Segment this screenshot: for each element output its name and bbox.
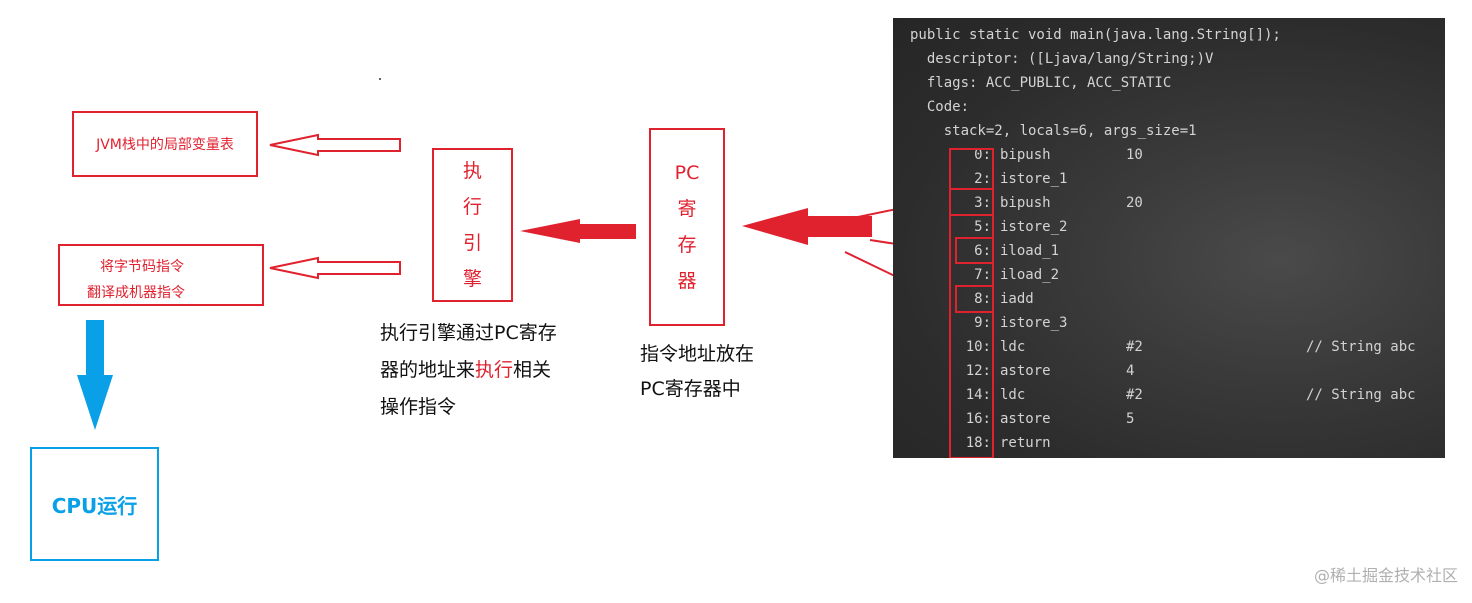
engine-caption-line2-a: 器的地址来 [380,359,476,381]
instruction-row: 6: iload_1 [893,239,1445,263]
instruction-arg: #2 [1126,339,1143,355]
instruction-opcode: return [1000,435,1051,451]
instruction-row: 0: bipush 10 [893,143,1445,167]
code-header-1: public static void main(java.lang.String… [910,27,1281,43]
code-header-4: Code: [910,99,970,115]
instruction-offset: 2: [974,171,991,187]
instruction-offset: 16: [965,411,991,427]
engine-char-4: 擎 [462,268,482,290]
solid-arrow-code-to-pc [742,208,872,245]
code-header-3: flags: ACC_PUBLIC, ACC_STATIC [910,75,1172,91]
instruction-row: 10: ldc #2 // String abc [893,335,1445,359]
hollow-arrow-local-vars [269,133,401,157]
engine-caption-highlight: 执行 [475,359,514,381]
instruction-row: 18: return [893,431,1445,455]
instruction-opcode: bipush [1000,195,1051,211]
instruction-row: 2: istore_1 [893,167,1445,191]
instruction-offset: 3: [974,195,991,211]
instruction-opcode: istore_1 [1000,171,1068,187]
instruction-opcode: astore [1000,411,1051,427]
instruction-offset: 12: [965,363,991,379]
instruction-row: 14: ldc #2 // String abc [893,383,1445,407]
cpu-box: CPU运行 [30,447,159,561]
local-vars-box: JVM栈中的局部变量表 [72,111,258,177]
instruction-row: 9: istore_3 [893,311,1445,335]
execution-engine-box: 执 行 引 擎 [432,148,513,302]
pc-register-box: PC 寄 存 器 [649,128,725,326]
engine-caption-line2-c: 相关 [513,359,552,381]
local-vars-label: JVM栈中的局部变量表 [96,137,234,153]
instruction-offset: 10: [965,339,991,355]
pc-char-1: PC [674,162,700,184]
instruction-arg: 5 [1126,411,1135,427]
instruction-offset: 8: [974,291,991,307]
instruction-opcode: ldc [1000,339,1026,355]
solid-arrow-pc-to-engine [520,219,636,243]
instruction-arg: 10 [1126,147,1143,163]
translate-label-line2: 翻译成机器指令 [87,285,185,301]
instruction-opcode: ldc [1000,387,1026,403]
instruction-offset: 18: [965,435,991,451]
instruction-row: 5: istore_2 [893,215,1445,239]
pc-char-2: 寄 [677,198,697,220]
instruction-comment: // String abc [1306,339,1416,355]
translate-label-line1: 将字节码指令 [100,259,184,275]
instruction-opcode: istore_3 [1000,315,1068,331]
instruction-arg: 20 [1126,195,1143,211]
instruction-opcode: bipush [1000,147,1051,163]
translate-box: 将字节码指令 翻译成机器指令 [58,244,264,306]
watermark: @稀土掘金技术社区 [1313,566,1458,585]
instruction-offset: 6: [974,243,991,259]
instruction-row: 8: iadd [893,287,1445,311]
pc-caption-line2: PC寄存器中 [640,378,741,400]
hollow-arrow-translate [269,256,401,280]
engine-char-1: 执 [462,160,482,182]
instruction-arg: #2 [1126,387,1143,403]
instruction-row: 7: iload_2 [893,263,1445,287]
instruction-row: 12: astore 4 [893,359,1445,383]
engine-char-2: 行 [462,196,482,218]
highlight-offset-8 [955,285,994,313]
instruction-row: 3: bipush 20 [893,191,1445,215]
instruction-opcode: astore [1000,363,1051,379]
instruction-offset: 5: [974,219,991,235]
instruction-offset: 0: [974,147,991,163]
stray-dot [379,78,381,80]
engine-caption-line3: 操作指令 [380,396,457,418]
cpu-label: CPU运行 [51,493,138,518]
engine-caption-line2: 器的地址来执行相关 [380,352,551,389]
pc-char-4: 器 [677,270,697,292]
instruction-opcode: iadd [1000,291,1034,307]
blue-arrow-down [77,320,113,430]
engine-caption-line1: 执行引擎通过PC寄存 [380,322,557,344]
code-header-5: stack=2, locals=6, args_size=1 [910,123,1197,139]
engine-char-3: 引 [462,232,482,254]
instruction-row: 16: astore 5 [893,407,1445,431]
instruction-offset: 7: [974,267,991,283]
code-header-2: descriptor: ([Ljava/lang/String;)V [910,51,1214,67]
instruction-offset: 9: [974,315,991,331]
highlight-offset-3 [949,188,994,216]
highlight-offset-6 [955,237,994,264]
instruction-offset: 14: [965,387,991,403]
instruction-comment: // String abc [1306,387,1416,403]
pc-caption-line1: 指令地址放在 [640,343,755,365]
instruction-opcode: istore_2 [1000,219,1068,235]
instruction-opcode: iload_2 [1000,267,1060,283]
instruction-arg: 4 [1126,363,1135,379]
instruction-opcode: iload_1 [1000,243,1060,259]
pc-char-3: 存 [677,234,697,256]
bytecode-panel: public static void main(java.lang.String… [893,18,1445,458]
